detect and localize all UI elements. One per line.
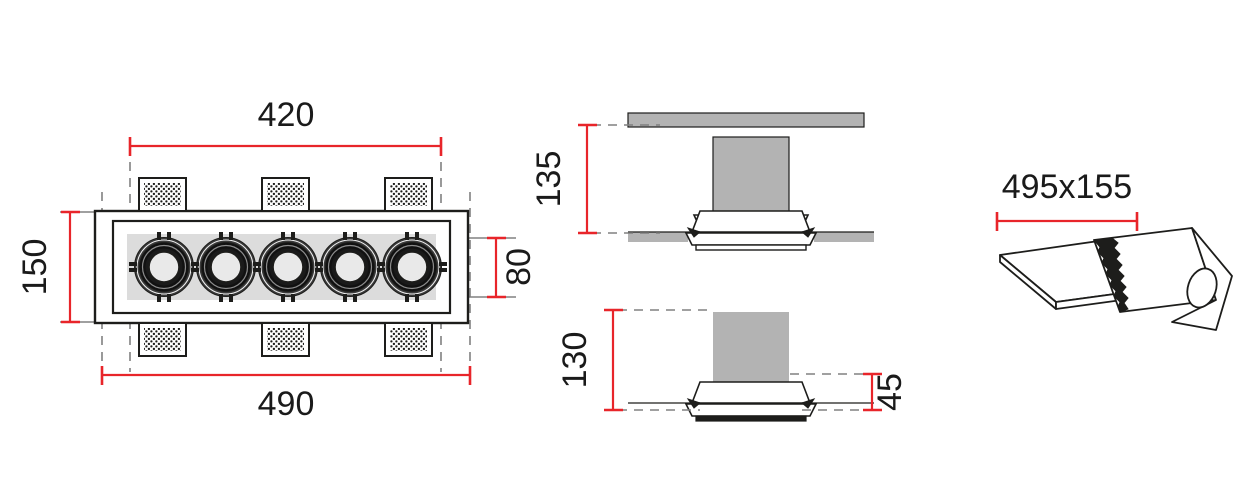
luminaire-body-lower bbox=[713, 312, 789, 384]
lamp-head bbox=[253, 232, 323, 302]
bezel-upper bbox=[684, 232, 818, 246]
spring-clip bbox=[138, 177, 187, 212]
spring-clip bbox=[261, 177, 310, 212]
dimension-135-label: 135 bbox=[530, 151, 568, 208]
lamp-head bbox=[377, 232, 447, 302]
spring-clip bbox=[384, 177, 433, 212]
bezel-lip-upper bbox=[695, 244, 807, 251]
plan-lamp-heads bbox=[129, 232, 447, 302]
dimension-130: 130 bbox=[556, 308, 623, 412]
cutout-size-label: 495x155 bbox=[1002, 168, 1132, 206]
bezel-lower bbox=[684, 403, 818, 417]
dimension-45-label: 45 bbox=[871, 373, 909, 411]
spring-clip bbox=[261, 322, 310, 357]
spring-clip-mark-left-upper bbox=[686, 227, 702, 238]
saw-teeth bbox=[1093, 237, 1129, 313]
dimension-cutout bbox=[995, 212, 1139, 231]
saw-handle-hole bbox=[1186, 267, 1218, 309]
dimension-490: 490 bbox=[100, 366, 472, 423]
bezel-lip-lower bbox=[695, 415, 807, 422]
section-view-lower: 130 45 bbox=[556, 308, 909, 422]
dimension-45: 45 bbox=[863, 372, 909, 412]
dimension-490-label: 490 bbox=[258, 385, 315, 423]
dimension-80: 80 bbox=[487, 236, 538, 299]
dimension-150-label: 150 bbox=[16, 239, 54, 296]
ceiling-slab bbox=[627, 112, 865, 128]
ceiling-plane-right-upper bbox=[814, 232, 874, 242]
upper-extension-lines bbox=[592, 124, 660, 234]
plan-spring-clips-bottom bbox=[138, 322, 433, 357]
plan-spring-clips-top bbox=[138, 177, 433, 212]
dimension-420: 420 bbox=[128, 96, 443, 156]
dimension-420-label: 420 bbox=[258, 96, 315, 134]
spring-clip bbox=[138, 322, 187, 357]
dimension-80-label: 80 bbox=[500, 248, 538, 286]
lamp-head bbox=[129, 232, 199, 302]
handsaw-icon bbox=[1093, 227, 1233, 331]
spring-clip bbox=[384, 322, 433, 357]
lower-extension-lines bbox=[618, 309, 868, 411]
spring-clip-mark-left-lower bbox=[686, 398, 702, 409]
cutout-illustration-view: 495x155 bbox=[995, 168, 1233, 331]
spring-clip-mark-right-lower bbox=[800, 398, 816, 409]
lamp-head bbox=[191, 232, 261, 302]
spring-clip-mark-right-upper bbox=[800, 227, 816, 238]
plan-view: 420 bbox=[16, 96, 538, 423]
flange-trapezoid-upper bbox=[690, 210, 812, 233]
dimension-130-label: 130 bbox=[556, 332, 594, 389]
section-view-upper: 135 bbox=[530, 112, 874, 251]
dimension-150: 150 bbox=[16, 210, 80, 324]
dimension-135: 135 bbox=[530, 123, 597, 235]
lamp-head bbox=[315, 232, 385, 302]
flange-trapezoid-lower bbox=[690, 381, 812, 404]
ceiling-plane-left-upper bbox=[628, 232, 688, 242]
